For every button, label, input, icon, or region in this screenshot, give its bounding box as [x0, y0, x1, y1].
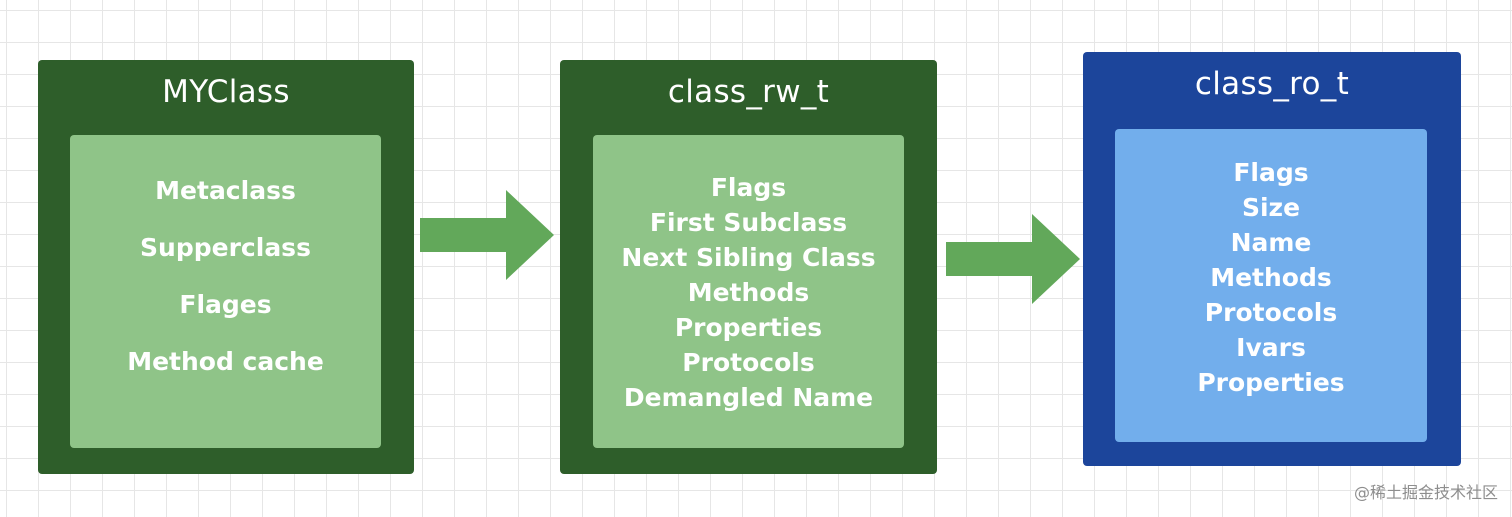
- myclass-field: Supperclass: [140, 233, 311, 262]
- class-rw-t-field: Demangled Name: [623, 383, 874, 412]
- myclass-fields-panel: Metaclass Supperclass Flages Method cach…: [70, 135, 381, 448]
- myclass-field: Metaclass: [155, 176, 296, 205]
- class-rw-t-field: Properties: [674, 313, 823, 342]
- class-rw-t-title: class_rw_t: [667, 74, 830, 110]
- class-rw-t-field: Flags: [710, 173, 787, 202]
- class-rw-t-field: First Subclass: [649, 208, 848, 237]
- class-ro-t-field: Properties: [1197, 368, 1345, 397]
- class-rw-t-field: Next Sibling Class: [621, 243, 876, 272]
- class-rw-t-field: Methods: [687, 278, 810, 307]
- arrow-right-icon: [946, 214, 1080, 304]
- class-ro-t-field: Size: [1241, 193, 1301, 222]
- myclass-box: MYClass Metaclass Supperclass Flages Met…: [38, 60, 414, 474]
- arrow-right-icon: [420, 190, 554, 280]
- class-ro-t-field: Flags: [1233, 158, 1309, 187]
- myclass-field: Method cache: [127, 347, 324, 376]
- class-rw-t-box: class_rw_t Flags First Subclass Next Sib…: [560, 60, 937, 474]
- class-ro-t-field: Protocols: [1204, 298, 1338, 327]
- class-ro-t-field: Ivars: [1236, 333, 1306, 362]
- myclass-field: Flages: [179, 290, 272, 319]
- myclass-title: MYClass: [162, 74, 290, 110]
- class-ro-t-field: Methods: [1210, 263, 1332, 292]
- class-ro-t-field: Name: [1230, 228, 1312, 257]
- class-ro-t-title: class_ro_t: [1194, 66, 1350, 102]
- class-ro-t-box: class_ro_t Flags Size Name Methods Proto…: [1083, 52, 1461, 466]
- class-ro-t-fields-panel: Flags Size Name Methods Protocols Ivars …: [1115, 129, 1427, 442]
- watermark-text: @稀土掘金技术社区: [1353, 483, 1498, 502]
- class-rw-t-field: Protocols: [682, 348, 815, 377]
- class-rw-t-fields-panel: Flags First Subclass Next Sibling Class …: [593, 135, 904, 448]
